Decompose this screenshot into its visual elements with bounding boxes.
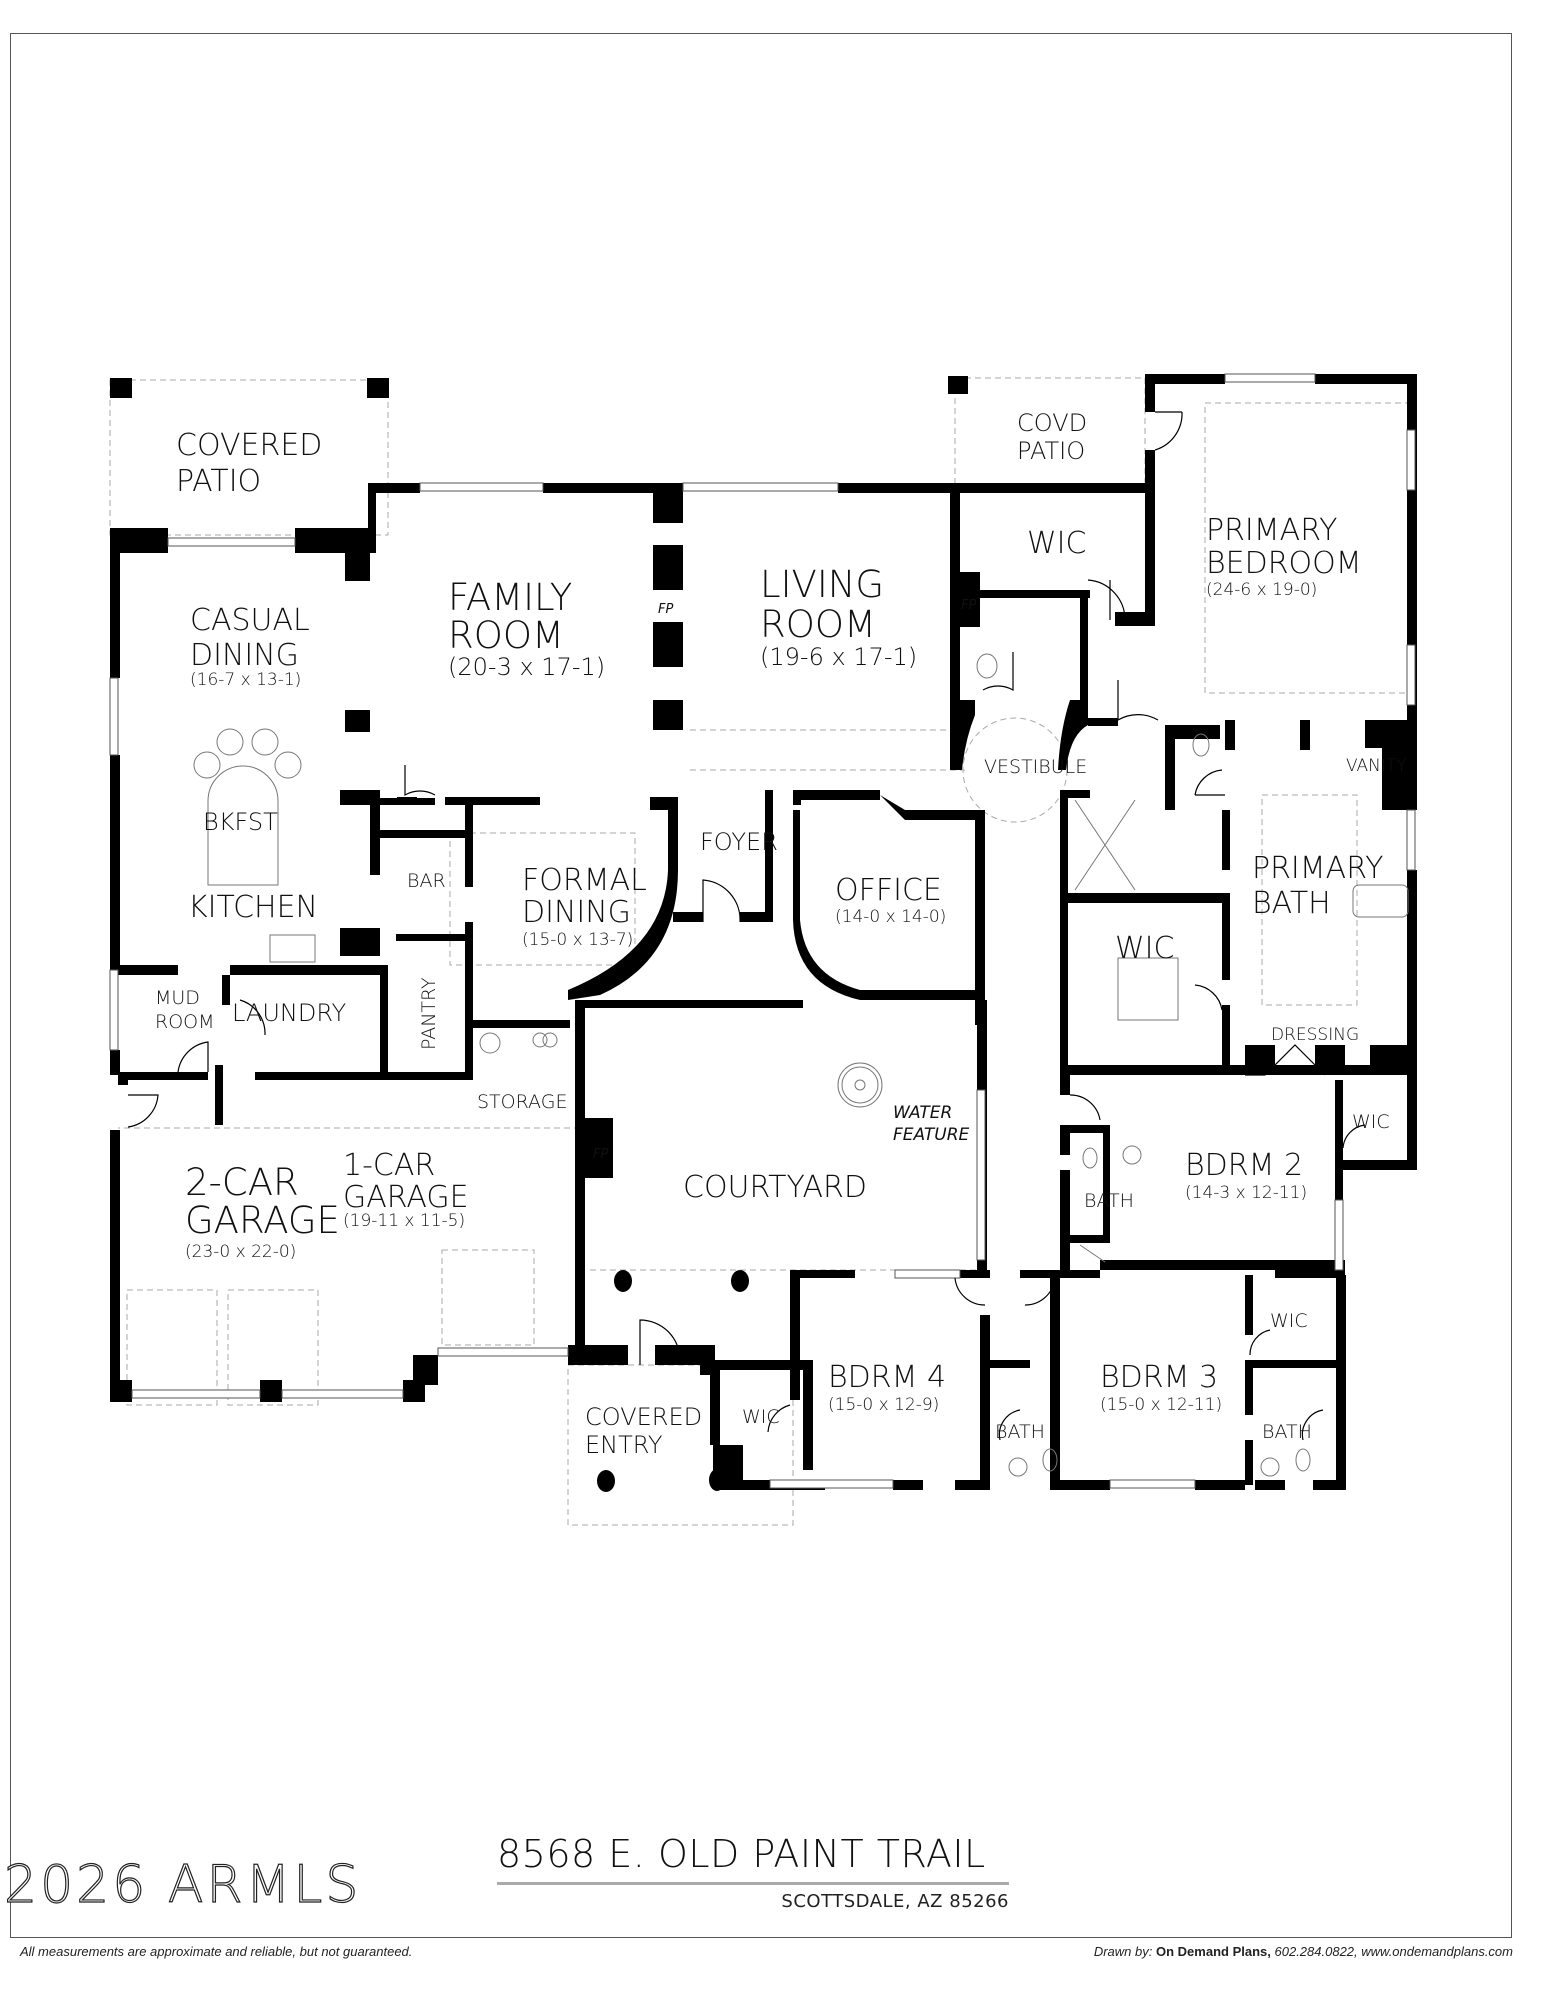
label-primary-bath-2: BATH <box>1252 886 1331 921</box>
label-water-feature-2: FEATURE <box>893 1125 970 1145</box>
label-bdrm2-wic: WIC <box>1352 1111 1390 1133</box>
stool <box>251 728 279 756</box>
label-primary-bedroom-2: BEDROOM <box>1206 546 1362 581</box>
label-primary-bath-1: PRIMARY <box>1252 851 1383 886</box>
label-formal-dining-dims: (15-0 x 13-7) <box>522 930 633 950</box>
label-casual-dining-1: CASUAL <box>190 603 310 638</box>
label-bdrm3: BDRM 3 <box>1100 1360 1218 1395</box>
label-bdrm3-wic: WIC <box>1270 1310 1308 1332</box>
label-pantry: PANTRY <box>418 977 440 1050</box>
label-bdrm3-bath: BATH <box>1262 1421 1312 1443</box>
label-bdrm4: BDRM 4 <box>828 1360 946 1395</box>
label-bdrm2: BDRM 2 <box>1185 1148 1303 1183</box>
property-city: SCOTTSDALE, AZ 85266 <box>781 1891 1009 1912</box>
label-living-room-1: LIVING <box>760 563 884 606</box>
label-covd-patio-2: PATIO <box>1017 437 1085 465</box>
label-1-car-garage-dims: (19-11 x 11-5) <box>343 1211 465 1231</box>
label-covd-patio-1: COVD <box>1017 409 1087 437</box>
label-storage: STORAGE <box>477 1091 567 1113</box>
drawn-by-credit: Drawn by: On Demand Plans, 602.284.0822,… <box>1094 1944 1513 1959</box>
label-bkfst: BKFST <box>203 808 278 836</box>
label-family-room-1: FAMILY <box>448 576 572 619</box>
disclaimer: All measurements are approximate and rel… <box>20 1944 413 1959</box>
toilet-icon <box>1295 1448 1311 1472</box>
windows <box>109 373 1416 1489</box>
label-office: OFFICE <box>835 873 942 908</box>
bathtub-icon <box>1352 884 1409 918</box>
label-family-room-dims: (20-3 x 17-1) <box>448 653 605 681</box>
label-courtyard: COURTYARD <box>683 1170 867 1205</box>
stool <box>216 728 244 756</box>
property-address: 8568 E. OLD PAINT TRAIL <box>497 1832 1009 1885</box>
label-wic-upper: WIC <box>1027 526 1086 561</box>
label-2-car-garage-2: GARAGE <box>185 1199 340 1242</box>
label-kitchen: KITCHEN <box>188 890 318 925</box>
water-heater-icon <box>479 1032 501 1054</box>
label-casual-dining-dims: (16-7 x 13-1) <box>190 670 301 690</box>
label-living-room-2: ROOM <box>760 603 876 646</box>
label-covered-entry-1: COVERED <box>585 1403 702 1431</box>
label-primary-bedroom-dims: (24-6 x 19-0) <box>1206 580 1317 600</box>
fountain-icon <box>837 1062 883 1108</box>
label-covered-patio-2: PATIO <box>176 464 261 499</box>
fireplace-label-family: FP <box>658 602 673 617</box>
label-family-room-2: ROOM <box>448 614 564 657</box>
label-living-room-dims: (19-6 x 17-1) <box>760 643 917 671</box>
breakfast-table <box>207 765 279 886</box>
label-bdrm2-bath: BATH <box>1084 1190 1134 1212</box>
room-labels: COVERED PATIO CASUAL DINING (16-7 x 13-1… <box>155 409 1407 1459</box>
label-dressing: DRESSING <box>1271 1025 1359 1045</box>
label-casual-dining-2: DINING <box>190 638 299 673</box>
label-bar: BAR <box>407 870 446 892</box>
label-2-car-garage-1: 2-CAR <box>185 1161 299 1204</box>
fireplace-label-living: FP <box>961 598 976 613</box>
label-vestibule: VESTIBULE <box>984 756 1087 778</box>
doors <box>127 411 1366 1441</box>
label-2-car-garage-dims: (23-0 x 22-0) <box>185 1242 296 1262</box>
label-formal-dining-2: DINING <box>522 895 631 930</box>
label-bdrm4-dims: (15-0 x 12-9) <box>828 1395 939 1415</box>
toilet-icon <box>1042 1448 1058 1472</box>
label-bdrm4-wic: WIC <box>742 1406 780 1428</box>
toilet-icon <box>976 653 998 679</box>
credit-contact: 602.284.0822, www.ondemandplans.com <box>1274 1944 1514 1959</box>
label-foyer: FOYER <box>700 828 778 856</box>
label-bdrm2-dims: (14-3 x 12-11) <box>1185 1183 1307 1203</box>
label-water-feature-1: WATER <box>893 1103 952 1123</box>
label-laundry: LAUNDRY <box>232 999 346 1027</box>
label-wic-lower: WIC <box>1115 931 1174 966</box>
label-bdrm3-dims: (15-0 x 12-11) <box>1100 1395 1222 1415</box>
island-icon <box>1117 957 1179 1021</box>
sink-icon <box>1008 1457 1028 1477</box>
stool <box>274 751 302 779</box>
toilet-icon <box>1082 1147 1098 1169</box>
fireplace-label-courtyard: FP <box>593 1147 608 1162</box>
label-office-dims: (14-0 x 14-0) <box>835 907 946 927</box>
title-block: 8568 E. OLD PAINT TRAIL SCOTTSDALE, AZ 8… <box>497 1832 1009 1912</box>
credit-prefix: Drawn by: <box>1093 1944 1153 1959</box>
sink-icon <box>1122 1145 1142 1165</box>
credit-company: On Demand Plans, <box>1156 1944 1271 1959</box>
label-covered-patio-1: COVERED <box>176 428 322 463</box>
label-formal-dining-1: FORMAL <box>522 863 647 898</box>
fixtures <box>193 653 1409 1477</box>
label-bdrm4-bath: BATH <box>995 1421 1045 1443</box>
walls <box>110 374 1417 1492</box>
label-1-car-garage-1: 1-CAR <box>343 1148 435 1183</box>
label-1-car-garage-2: GARAGE <box>343 1180 469 1215</box>
toilet-icon <box>1192 733 1210 757</box>
sink-icon <box>1260 1457 1280 1477</box>
sheet-border <box>10 33 1512 1938</box>
watermark: 2026 ARMLS <box>3 1854 362 1915</box>
label-covered-entry-2: ENTRY <box>585 1431 663 1459</box>
label-vanity: VANITY <box>1346 756 1407 776</box>
label-mud-room-1: MUD <box>155 987 200 1009</box>
label-primary-bedroom-1: PRIMARY <box>1206 513 1337 548</box>
label-mud-room-2: ROOM <box>155 1011 215 1033</box>
stool <box>193 751 221 779</box>
range-icon <box>269 934 316 963</box>
